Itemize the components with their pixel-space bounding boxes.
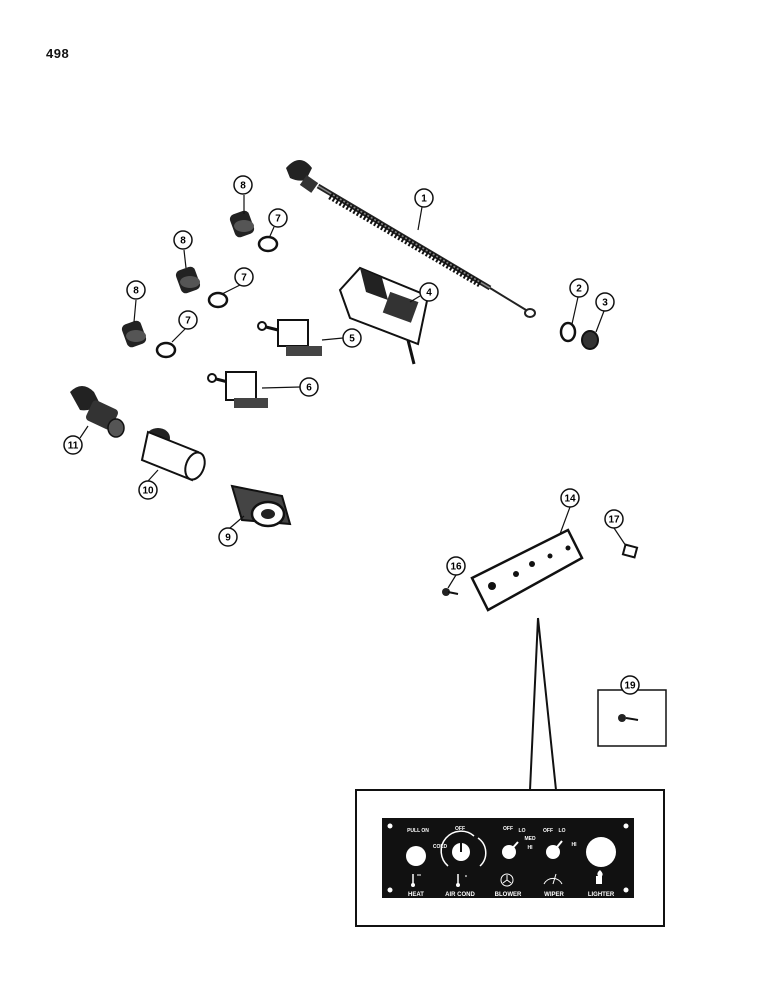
part-2-washer <box>559 321 577 343</box>
part-14-mounting-plate <box>470 528 584 612</box>
svg-text:*: * <box>465 875 467 881</box>
callout-17: 17 <box>604 509 624 529</box>
svg-text:10: 10 <box>142 486 154 497</box>
svg-text:4: 4 <box>426 288 432 299</box>
air-cond-label: AIR COND <box>445 892 475 898</box>
callout-10: 10 <box>138 480 158 500</box>
part-7-nut-middle <box>207 291 229 309</box>
part-7-nut-bottom <box>155 341 177 359</box>
svg-text:8: 8 <box>133 286 139 297</box>
part-3-nut <box>581 330 599 350</box>
svg-text:7: 7 <box>241 273 247 284</box>
svg-text:7: 7 <box>185 316 191 327</box>
svg-text:17: 17 <box>608 515 620 526</box>
callout-7-bottom: 7 <box>178 310 198 330</box>
heat-knob-hole <box>406 846 426 866</box>
heat-icon <box>411 874 421 887</box>
callout-19: 19 <box>620 675 640 695</box>
fan-icon <box>500 873 514 887</box>
lighter-icon <box>596 870 603 884</box>
svg-text:8: 8 <box>240 181 246 192</box>
callout-4: 4 <box>419 282 439 302</box>
leader-lines <box>79 195 631 694</box>
part-10-lighter-body <box>140 428 206 482</box>
callout-8-middle: 8 <box>173 230 193 250</box>
callout-7-top: 7 <box>268 208 288 228</box>
svg-text:19: 19 <box>624 681 636 692</box>
callout-6: 6 <box>299 377 319 397</box>
heat-label: HEAT <box>408 892 424 898</box>
svg-text:5: 5 <box>349 334 355 345</box>
callout-2: 2 <box>569 278 589 298</box>
part-17-clip <box>621 543 639 559</box>
callout-5: 5 <box>342 328 362 348</box>
panel-detail-box: PULL ON HEAT OFF COLD * AIR COND OFF LO … <box>355 789 665 927</box>
part-11-lighter-knob <box>70 386 125 438</box>
ac-off-label: OFF <box>455 826 465 832</box>
wiper-label: WIPER <box>544 892 564 898</box>
blower-hi-label: HI <box>528 845 534 851</box>
air-cond-icon: * <box>456 874 467 887</box>
part-16-screw <box>442 588 459 596</box>
callout-8-bottom: 8 <box>126 280 146 300</box>
part-8-knob-middle <box>175 266 201 294</box>
wiper-hi-label: HI <box>572 842 578 848</box>
lighter-hole <box>586 837 616 867</box>
callout-11: 11 <box>63 435 83 455</box>
svg-text:1: 1 <box>421 194 427 205</box>
pull-on-label: PULL ON <box>407 828 429 834</box>
callout-8-top: 8 <box>233 175 253 195</box>
svg-text:11: 11 <box>68 441 79 452</box>
blower-label: BLOWER <box>495 892 522 898</box>
callout-9: 9 <box>218 527 238 547</box>
svg-text:9: 9 <box>225 533 231 544</box>
wiper-off-label: OFF <box>543 828 553 834</box>
part-7-nut-top <box>257 235 279 253</box>
svg-text:8: 8 <box>180 236 186 247</box>
callout-14: 14 <box>560 488 580 508</box>
part-6-toggle-switch <box>207 371 268 408</box>
part-1-control-cable <box>286 160 536 318</box>
callout-7-middle: 7 <box>234 267 254 287</box>
callout-3: 3 <box>595 292 615 312</box>
part-5-toggle-switch <box>257 319 322 356</box>
blower-med-label: MED <box>524 836 536 842</box>
part-9-lighter-socket <box>230 484 292 528</box>
wiper-lo-label: LO <box>559 828 566 834</box>
callout-1: 1 <box>414 188 434 208</box>
page-number: 498 <box>46 46 70 61</box>
svg-text:6: 6 <box>306 383 312 394</box>
part-4-switch-box <box>338 266 430 365</box>
svg-text:14: 14 <box>564 494 576 505</box>
blower-lo-label: LO <box>519 828 526 834</box>
part-19-inset-box <box>597 689 667 747</box>
callout-16: 16 <box>446 556 466 576</box>
svg-text:2: 2 <box>576 284 582 295</box>
svg-text:7: 7 <box>275 214 281 225</box>
svg-text:3: 3 <box>602 298 608 309</box>
part-8-knob-top <box>229 210 255 238</box>
detail-pointer <box>529 617 557 791</box>
lighter-label: LIGHTER <box>588 892 615 898</box>
svg-text:16: 16 <box>450 562 462 573</box>
blower-off-label: OFF <box>503 826 513 832</box>
wiper-icon <box>543 873 563 885</box>
ac-cold-label: COLD <box>433 844 448 850</box>
part-8-knob-bottom <box>121 320 147 348</box>
